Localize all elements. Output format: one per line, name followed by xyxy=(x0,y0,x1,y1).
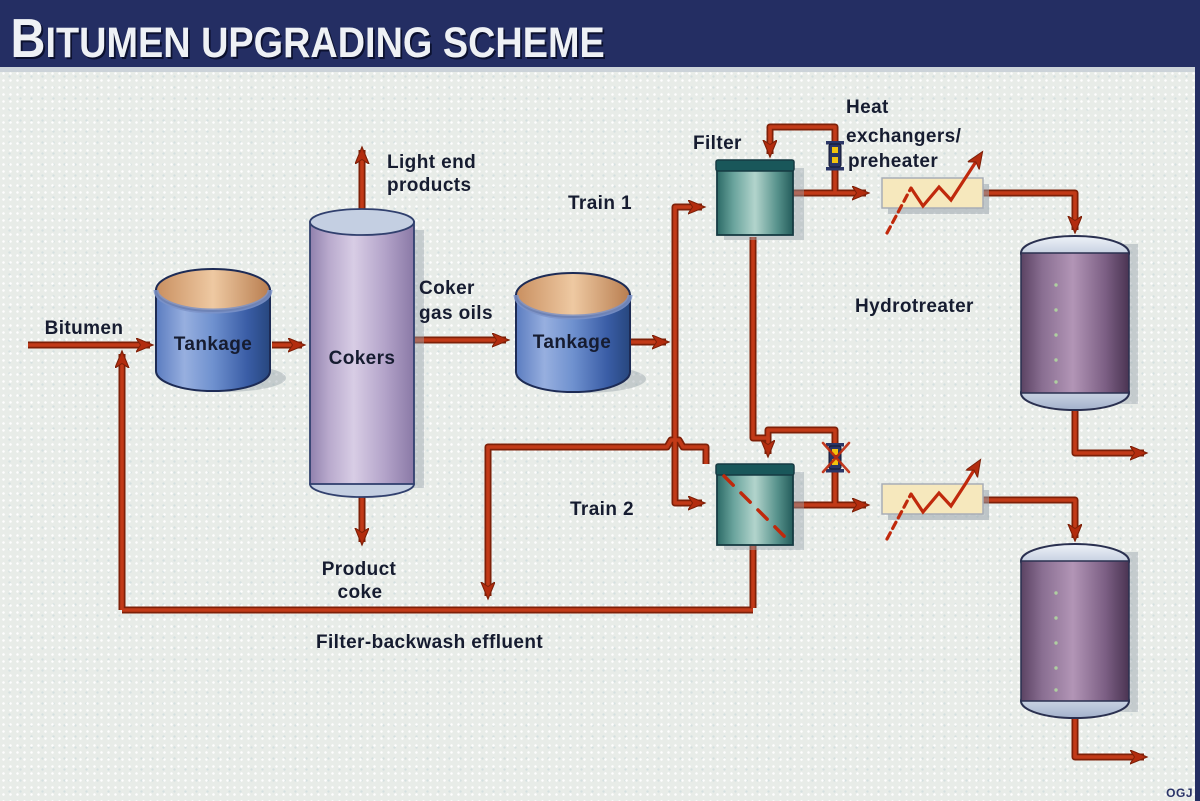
tankage-2-label: Tankage xyxy=(533,332,611,353)
valve-2-icon xyxy=(821,441,851,474)
filter-2-vessel xyxy=(715,463,804,550)
product-coke-label-line2: coke xyxy=(338,582,383,603)
diagram-labels: Bitumen Tankage Cokers Light end product… xyxy=(45,97,1193,800)
valve-2-closed-cross xyxy=(821,441,851,474)
pipe-network xyxy=(28,127,1144,757)
train-2-label: Train 2 xyxy=(570,499,634,520)
cokers-label: Cokers xyxy=(329,348,396,369)
light-end-products-label-line1: Light end xyxy=(387,152,476,173)
valve-1-icon xyxy=(826,141,844,171)
product-coke-label-line1: Product xyxy=(322,559,397,580)
heat-exchanger-2 xyxy=(881,462,989,541)
filter-backwash-effluent-label: Filter-backwash effluent xyxy=(316,632,543,653)
filter-2-offline-slash xyxy=(722,474,792,544)
heat-exchanger-1 xyxy=(881,154,989,235)
train-1-label: Train 1 xyxy=(568,193,632,214)
tankage-1-label: Tankage xyxy=(174,334,252,355)
filter-label: Filter xyxy=(693,133,742,154)
right-border xyxy=(1195,0,1200,801)
ogj-watermark: OGJ xyxy=(1166,786,1193,800)
heat-exchangers-label-line1: Heat xyxy=(846,97,889,118)
hydrotreater-2-vessel xyxy=(1020,543,1138,719)
filter-1-vessel xyxy=(715,159,804,240)
hydrotreater-label: Hydrotreater xyxy=(855,296,974,317)
coker-gas-oils-label-line2: gas oils xyxy=(419,303,493,324)
coker-gas-oils-label-line1: Coker xyxy=(419,278,475,299)
tankage-1-vessel xyxy=(153,268,286,392)
cokers-column xyxy=(309,208,424,498)
bitumen-label: Bitumen xyxy=(45,318,124,339)
heat-exchangers-label-line3: preheater xyxy=(848,151,938,172)
tankage-2-vessel xyxy=(513,272,646,393)
light-end-products-label-line2: products xyxy=(387,175,471,196)
heat-exchangers-label-line2: exchangers/ xyxy=(846,126,962,147)
page-title: BITUMEN UPGRADING SCHEME xyxy=(10,7,605,69)
title-bar: BITUMEN UPGRADING SCHEME xyxy=(0,0,1200,72)
hydrotreater-1-vessel xyxy=(1020,235,1138,411)
